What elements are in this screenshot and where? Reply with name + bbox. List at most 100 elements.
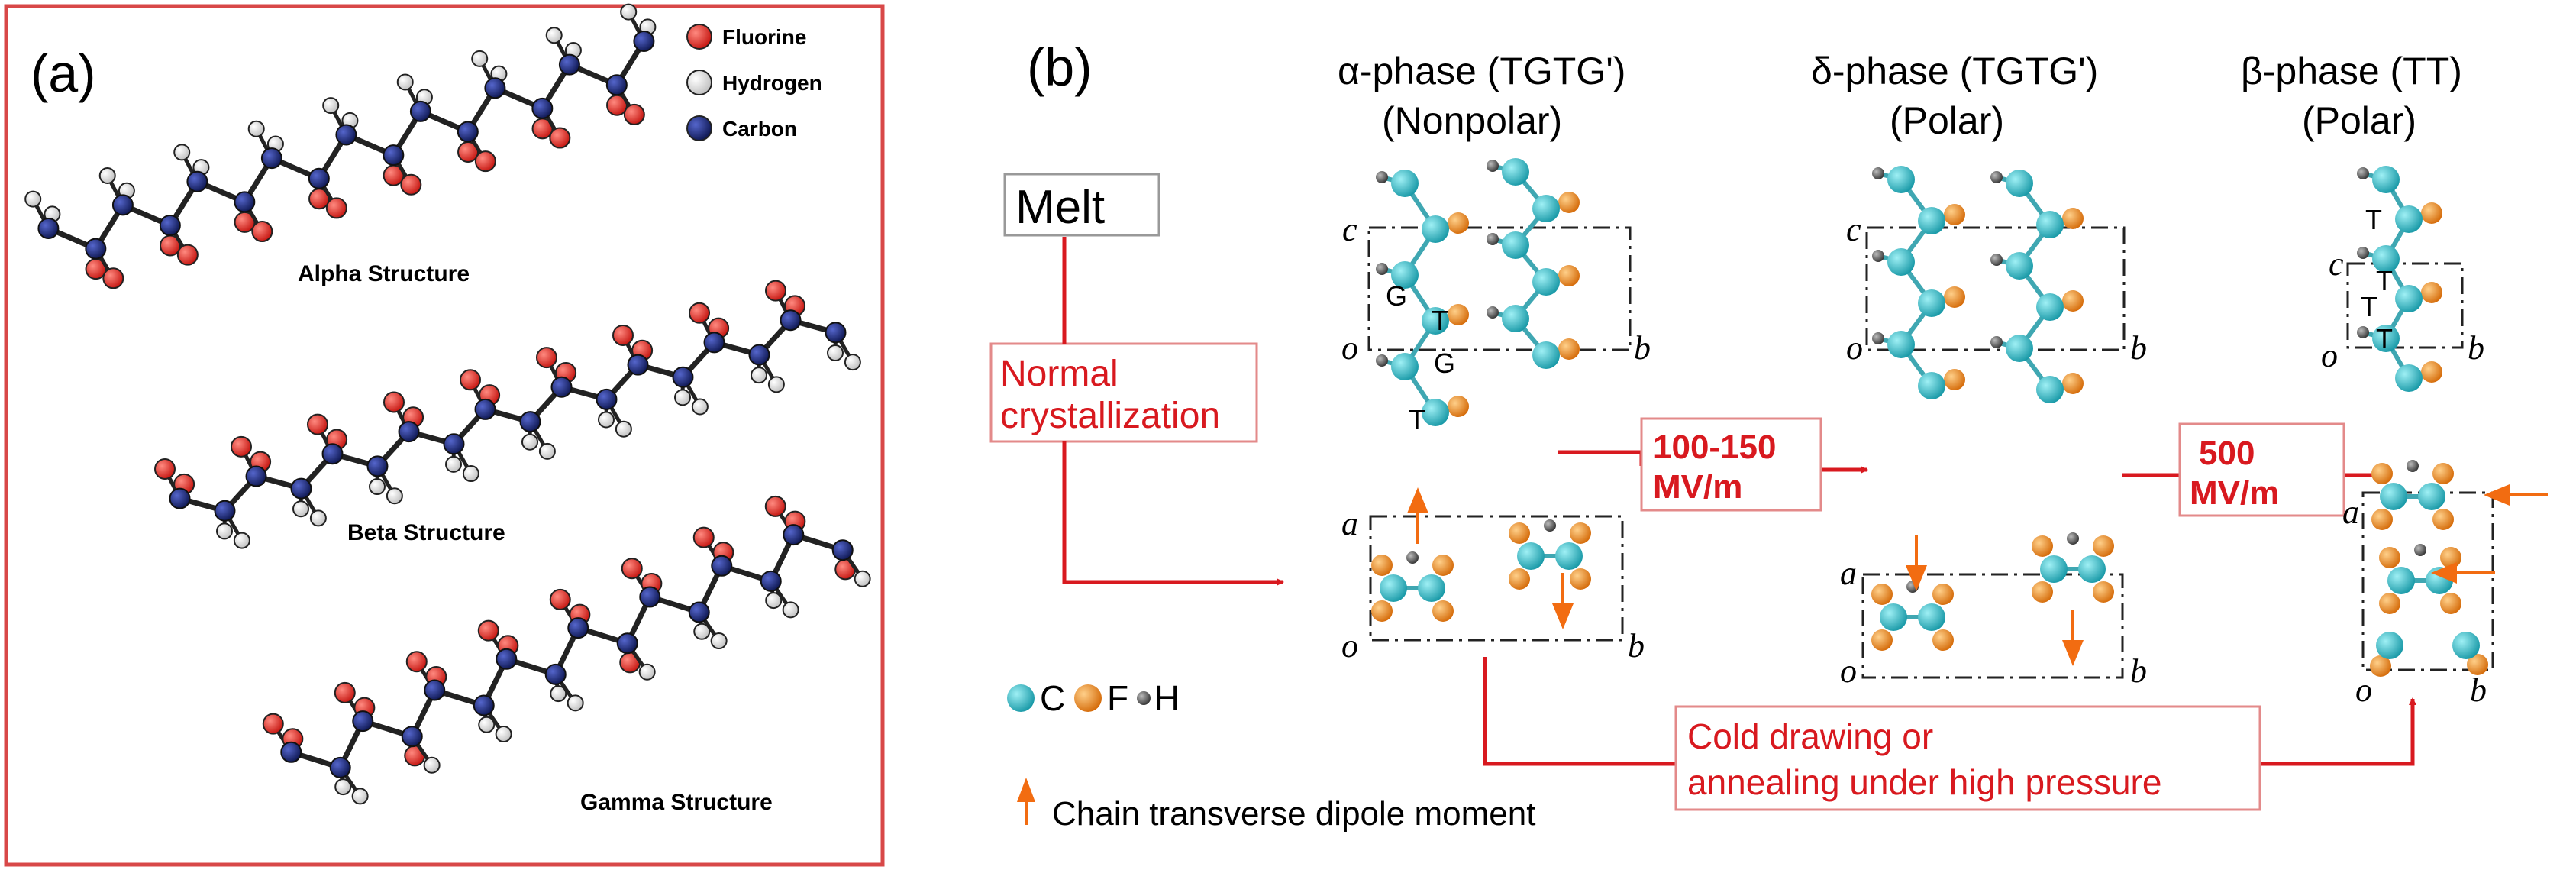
delta-top-axis-b: b: [2130, 652, 2147, 690]
axis-labels: c o b a o b c o b a o b c o b a o b: [1341, 211, 2487, 709]
dipole-arrow-down-alpha: [1552, 573, 1574, 629]
carbon-atom: [748, 344, 770, 366]
fluorine-atom: [2432, 463, 2454, 484]
beta-phase-title: β-phase (TT): [2241, 50, 2462, 92]
dipole-arrow-left-1: [2484, 484, 2548, 506]
carbon-atom: [1918, 603, 1945, 631]
hydrogen-atom: [545, 27, 563, 44]
carbon-atom: [401, 726, 423, 748]
carbon-atom: [352, 710, 374, 733]
carbon-atom: [214, 500, 236, 522]
hydrogen-atom: [1376, 263, 1388, 275]
field1-box: [1640, 417, 1822, 512]
hydrogen-atom: [521, 433, 539, 451]
hydrogen-atom: [620, 3, 638, 21]
fluorine-atom: [1570, 568, 1591, 590]
hydrogen-legend-icon: [686, 70, 712, 95]
carbon-atom: [2395, 205, 2423, 233]
hydrogen-atom: [173, 144, 191, 161]
alpha-phase-title: α-phase (TGTG'): [1338, 50, 1625, 92]
hydrogen-atom: [598, 411, 615, 429]
dipole-legend-label: Chain transverse dipole moment: [1052, 795, 1535, 833]
fluorine-atom: [477, 619, 499, 642]
beta-top-axis-b: b: [2470, 671, 2487, 709]
carbon-atom: [496, 648, 518, 670]
fluorine-atom: [612, 324, 634, 346]
carbon-atom: [2418, 483, 2445, 510]
carbon-atom: [1502, 158, 1529, 186]
carbon-atom: [398, 421, 420, 443]
fluorine-atom: [688, 302, 710, 324]
crystallization-arrow: [1062, 441, 1284, 586]
carbon-atom: [567, 617, 589, 639]
carbon-atom: [234, 191, 256, 213]
carbon-atom: [596, 388, 618, 410]
carbon-atom: [329, 756, 351, 778]
carbon-atom: [544, 663, 567, 685]
gamma-structure-label: Gamma Structure: [580, 790, 773, 815]
fluorine-atom: [1558, 192, 1580, 213]
carbon-atom: [2387, 567, 2415, 594]
carbon-atom: [85, 238, 107, 260]
cold-drawing-line1: Cold drawing or: [1687, 716, 1933, 756]
legend-fluorine: Fluorine: [722, 25, 806, 49]
fluorine-atom: [549, 127, 571, 149]
carbon-atom: [1391, 353, 1419, 380]
hydrogen-atom: [1376, 171, 1388, 183]
hydrogen-atom: [1872, 167, 1884, 179]
alpha-side-cell: [1367, 226, 1632, 351]
carbon-atom: [550, 376, 573, 398]
fluorine-atom: [2032, 535, 2053, 557]
carbon-atom: [605, 74, 628, 96]
field2-value: 500: [2199, 435, 2255, 472]
hydrogen-atom: [1990, 254, 2003, 266]
alpha-top-axis-b: b: [1628, 627, 1645, 665]
dipole-arrow-up: [1407, 487, 1428, 544]
fluorine-atom: [621, 558, 643, 580]
delta-axis-c: c: [1846, 211, 1861, 248]
delta-top-axis-a: a: [1840, 555, 1857, 592]
beta-chain-molecule: [153, 280, 861, 549]
hydrogen-atom: [844, 354, 861, 371]
carbon-atom: [424, 679, 446, 701]
beta-phase-polarity: (Polar): [2302, 99, 2416, 142]
fluorine-atom: [1944, 369, 1965, 390]
beta-t-label-3: T: [2361, 291, 2377, 322]
carbon-atom: [2006, 252, 2033, 280]
hydrogen-atom: [386, 487, 403, 505]
fluorine-atom: [2421, 202, 2442, 224]
gamma-chain-molecule: [262, 495, 871, 805]
carbon-atom: [1532, 195, 1560, 222]
carbon-atom: [383, 144, 405, 167]
hydrogen-atom: [2414, 544, 2426, 556]
carbon-atom: [2452, 632, 2480, 659]
carbon-atom: [760, 570, 782, 592]
carbon-atom: [1517, 542, 1545, 570]
hydrogen-atom: [292, 500, 310, 518]
beta-axis-c: c: [2329, 245, 2344, 283]
fluorine-atom: [459, 369, 481, 391]
carbon-atom: [169, 487, 191, 509]
dipole-arrow-down-delta-2: [2062, 610, 2084, 666]
carbon-atom: [443, 433, 465, 455]
carbon-atom: [37, 218, 60, 240]
normal-crystallization-line2: crystallization: [1000, 396, 1220, 436]
fluorine-atom: [1944, 204, 1965, 225]
carbon-atom-icon: [1007, 684, 1035, 712]
fluorine-atom: [405, 651, 428, 673]
fluorine-atom: [325, 197, 347, 219]
fluorine-atom: [549, 588, 571, 610]
alpha-t-label-2: T: [1409, 404, 1425, 435]
carbon-atom: [1391, 261, 1419, 289]
fluorine-atom: [2379, 547, 2400, 568]
fluorine-atom: [1509, 568, 1530, 590]
fluorine-atom: [474, 150, 496, 173]
alpha-to-delta-line-a: [1558, 450, 1644, 466]
fluorine-atom: [2421, 282, 2442, 303]
fluorine-atom: [1871, 584, 1893, 605]
carbon-atom: [1555, 542, 1583, 570]
panel-a-border: [4, 4, 885, 867]
alpha-g-label-1: G: [1386, 280, 1407, 312]
carbon-atom: [321, 443, 344, 465]
hydrogen-atom: [854, 570, 871, 587]
